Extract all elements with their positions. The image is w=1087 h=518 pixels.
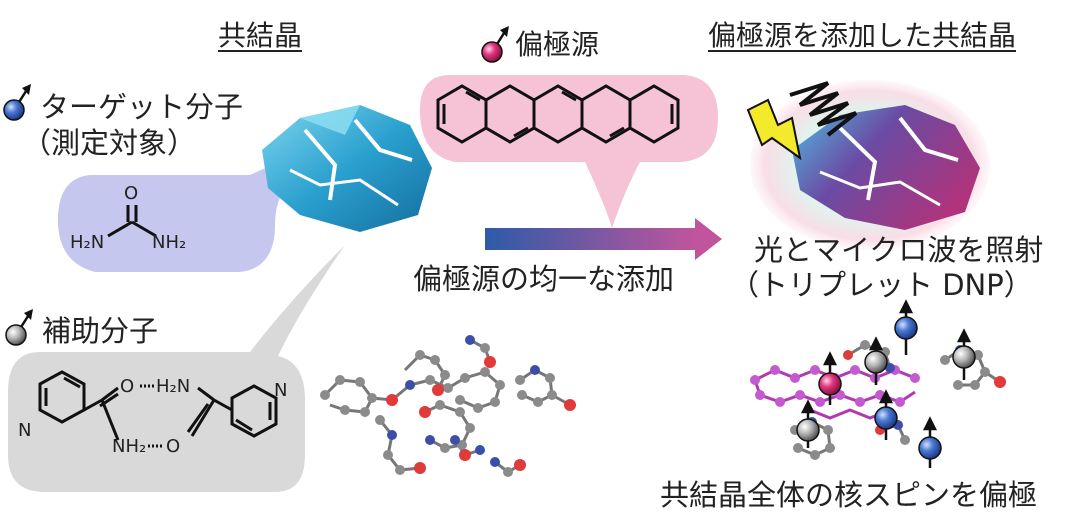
helper-bubble — [8, 245, 345, 492]
molecule-cluster-right — [750, 299, 1006, 468]
nicotinamide-atom-o-bottom: O — [166, 436, 181, 457]
doping-arrow — [485, 218, 722, 260]
urea-atom-h2n: H₂N — [70, 232, 105, 253]
heading-doped-cocrystal: 偏極源を添加した共結晶 — [708, 19, 1017, 52]
target-subtitle: （測定対象） — [22, 126, 197, 160]
target-title: ターゲット分子 — [40, 90, 244, 124]
lightning-icon — [746, 98, 802, 161]
helper-title: 補助分子 — [42, 314, 159, 348]
doped-cocrystal-image — [792, 105, 980, 230]
nicotinamide-atom-n-left: N — [18, 420, 32, 441]
polarizer-bubble — [420, 75, 718, 228]
nicotinamide-atom-h2n: H₂N — [156, 376, 191, 397]
helper-spin-icon — [5, 309, 33, 346]
cocrystal-image — [262, 105, 432, 232]
heading-polarizer: 偏極源 — [515, 28, 600, 61]
urea-atom-o: O — [124, 183, 139, 204]
urea-structure — [107, 205, 157, 238]
nicotinamide-atom-nh2: NH₂ — [112, 436, 147, 457]
nicotinamide-atom-n-right: N — [274, 380, 288, 401]
result-label: 共結晶全体の核スピンを偏極 — [660, 478, 1038, 512]
nicotinamide-atom-o-top: O — [120, 376, 135, 397]
nicotinamide-dimer — [38, 370, 278, 448]
polarizer-spin-icon — [481, 26, 509, 63]
method-label: （トリプレット DNP） — [730, 268, 1033, 302]
heading-cocrystal: 共結晶 — [218, 19, 303, 52]
irradiation-label: 光とマイクロ波を照射 — [754, 233, 1044, 267]
target-bubble — [57, 165, 301, 272]
doping-label: 偏極源の均一な添加 — [413, 262, 675, 296]
microwave-icon — [789, 81, 858, 137]
urea-atom-nh2: NH₂ — [152, 232, 187, 253]
molecule-cluster-middle — [320, 335, 576, 477]
target-spin-icon — [3, 84, 31, 121]
pentacene-structure — [436, 84, 680, 144]
